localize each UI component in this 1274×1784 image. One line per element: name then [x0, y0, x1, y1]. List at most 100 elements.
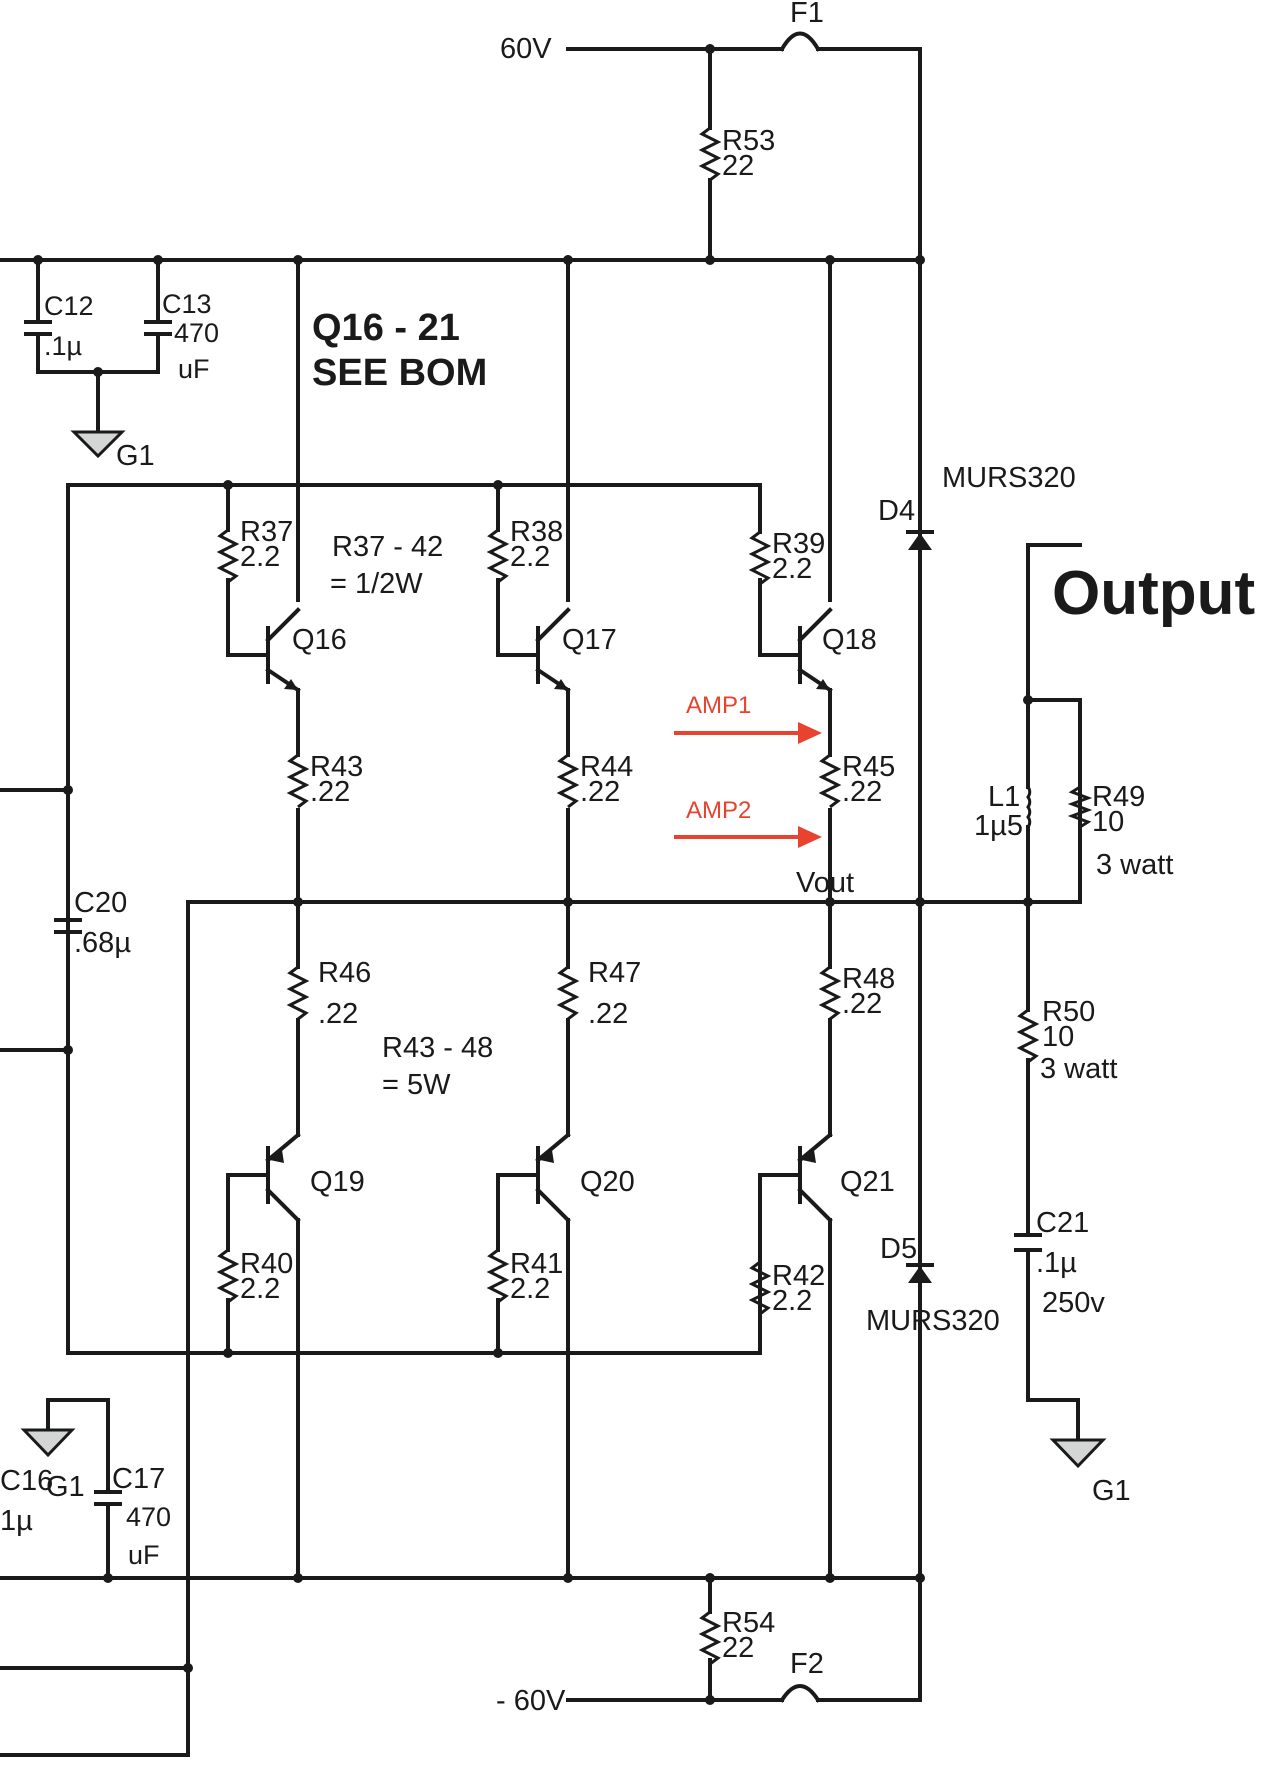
- r50-value: 10: [1042, 1021, 1074, 1053]
- resistor-r41-symbol: [486, 1248, 510, 1304]
- wire-left-output-loop: [0, 900, 190, 1757]
- r37-ref: R37: [240, 516, 293, 548]
- r50-power: 3 watt: [1040, 1053, 1117, 1085]
- r44-value: .22: [580, 776, 620, 808]
- r46-value: .22: [318, 998, 358, 1030]
- transistor-q20-symbol: [535, 1132, 571, 1223]
- resistor-r42-symbol: [748, 1260, 772, 1316]
- ground-g1-bottom-symbol: [20, 1428, 76, 1458]
- amp2-label: AMP2: [686, 797, 751, 824]
- r45-ref: R45: [842, 751, 895, 783]
- resistor-r43-symbol: [286, 753, 310, 809]
- fuse-f2-label: F2: [790, 1648, 824, 1680]
- g1-bottom-label: G1: [46, 1471, 85, 1503]
- r43-value: .22: [310, 776, 350, 808]
- r53-value: 22: [722, 150, 754, 182]
- r50-ref: R50: [1042, 996, 1095, 1028]
- r40-value: 2.2: [240, 1273, 280, 1305]
- q20-label: Q20: [580, 1166, 635, 1198]
- r54-value: 22: [722, 1632, 754, 1664]
- r53-ref: R53: [722, 125, 775, 157]
- d4-part: MURS320: [942, 462, 1076, 494]
- r49-power: 3 watt: [1096, 849, 1173, 881]
- resistor-r49-symbol: [1067, 785, 1093, 829]
- resistor-r40-symbol: [216, 1248, 240, 1304]
- r41-value: 2.2: [510, 1273, 550, 1305]
- c16-ref: C16: [0, 1465, 53, 1497]
- r42-value: 2.2: [772, 1285, 812, 1317]
- r49-value: 10: [1092, 806, 1124, 838]
- r48-ref: R48: [842, 963, 895, 995]
- c17-ref: C17: [112, 1463, 165, 1495]
- d4-ref: D4: [878, 495, 915, 527]
- g1-right-label: G1: [1092, 1475, 1131, 1507]
- c21-voltage: 250v: [1042, 1287, 1105, 1319]
- diode-d4-symbol: [906, 525, 934, 558]
- r39-value: 2.2: [772, 553, 812, 585]
- wire-upper-bases: [226, 578, 802, 657]
- resistor-r39-symbol: [748, 530, 772, 586]
- r42-ref: R42: [772, 1260, 825, 1292]
- r46-ref: R46: [318, 957, 371, 989]
- junction-dots: [33, 44, 1033, 1705]
- resistor-r46-symbol: [286, 965, 310, 1021]
- r37-42-note-line2: = 1/2W: [330, 568, 423, 600]
- c16-value: 1µ: [0, 1505, 33, 1537]
- wire-left-drive-loop: [0, 483, 762, 1355]
- r43-ref: R43: [310, 751, 363, 783]
- l1-ref: L1: [988, 781, 1020, 813]
- diode-d5-symbol: [906, 1258, 934, 1292]
- supply-positive-label: 60V: [500, 33, 552, 65]
- wire-neg60v: [566, 1576, 922, 1702]
- r44-ref: R44: [580, 751, 633, 783]
- d5-ref: D5: [880, 1233, 917, 1265]
- r39-ref: R39: [772, 528, 825, 560]
- wire-upper-bias-bus: [66, 483, 762, 534]
- wire-c16-c17: [46, 1398, 110, 1580]
- supply-negative-label: - 60V: [496, 1685, 566, 1717]
- inductor-l1-symbol: [1026, 786, 1032, 828]
- r38-value: 2.2: [510, 541, 550, 573]
- r45-value: .22: [842, 776, 882, 808]
- q17-label: Q17: [562, 624, 617, 656]
- wire-f1-to-right-rail: [816, 47, 922, 262]
- resistor-r54-symbol: [698, 1610, 722, 1666]
- ground-g1-right-symbol: [1049, 1438, 1107, 1469]
- resistor-r48-symbol: [818, 965, 842, 1021]
- r54-ref: R54: [722, 1607, 775, 1639]
- wire-output-terminal: [1026, 543, 1082, 702]
- capacitor-c20-symbol: [54, 918, 82, 934]
- capacitor-c17-symbol: [94, 1490, 122, 1506]
- c21-value: .1µ: [1036, 1247, 1077, 1279]
- wire-lower-collectors: [296, 1218, 832, 1580]
- vout-label: Vout: [796, 867, 854, 899]
- q16-label: Q16: [292, 624, 347, 656]
- r38-ref: R38: [510, 516, 563, 548]
- c13-unit: uF: [178, 354, 210, 384]
- c17-value: 470: [126, 1502, 171, 1532]
- labels: 60V - 60V F1 F2 R53 22 R54 22 C12 .1µ C1…: [0, 0, 1255, 1717]
- transistor-note-line1: Q16 - 21: [312, 307, 460, 349]
- l1-value: 1µ5: [974, 810, 1023, 842]
- capacitor-c12-symbol: [24, 320, 52, 336]
- fuse-f1-symbol: [779, 31, 821, 52]
- r43-48-note-line1: R43 - 48: [382, 1032, 493, 1064]
- q21-label: Q21: [840, 1166, 895, 1198]
- capacitor-symbols: [24, 320, 1042, 1506]
- ground-g1-top-symbol: [70, 430, 126, 459]
- transistor-q17-symbol: [535, 607, 571, 693]
- amp1-arrow: [674, 722, 822, 744]
- r41-ref: R41: [510, 1248, 563, 1280]
- c12-ref: C12: [44, 291, 94, 321]
- amp1-label: AMP1: [686, 692, 751, 719]
- q19-label: Q19: [310, 1166, 365, 1198]
- r37-value: 2.2: [240, 541, 280, 573]
- c12-value: .1µ: [44, 331, 82, 361]
- transistor-q19-symbol: [265, 1132, 301, 1223]
- r47-ref: R47: [588, 957, 641, 989]
- r49-ref: R49: [1092, 781, 1145, 813]
- r47-value: .22: [588, 998, 628, 1030]
- resistor-r50-symbol: [1016, 1008, 1040, 1064]
- wire-r37-r38-top: [226, 483, 500, 532]
